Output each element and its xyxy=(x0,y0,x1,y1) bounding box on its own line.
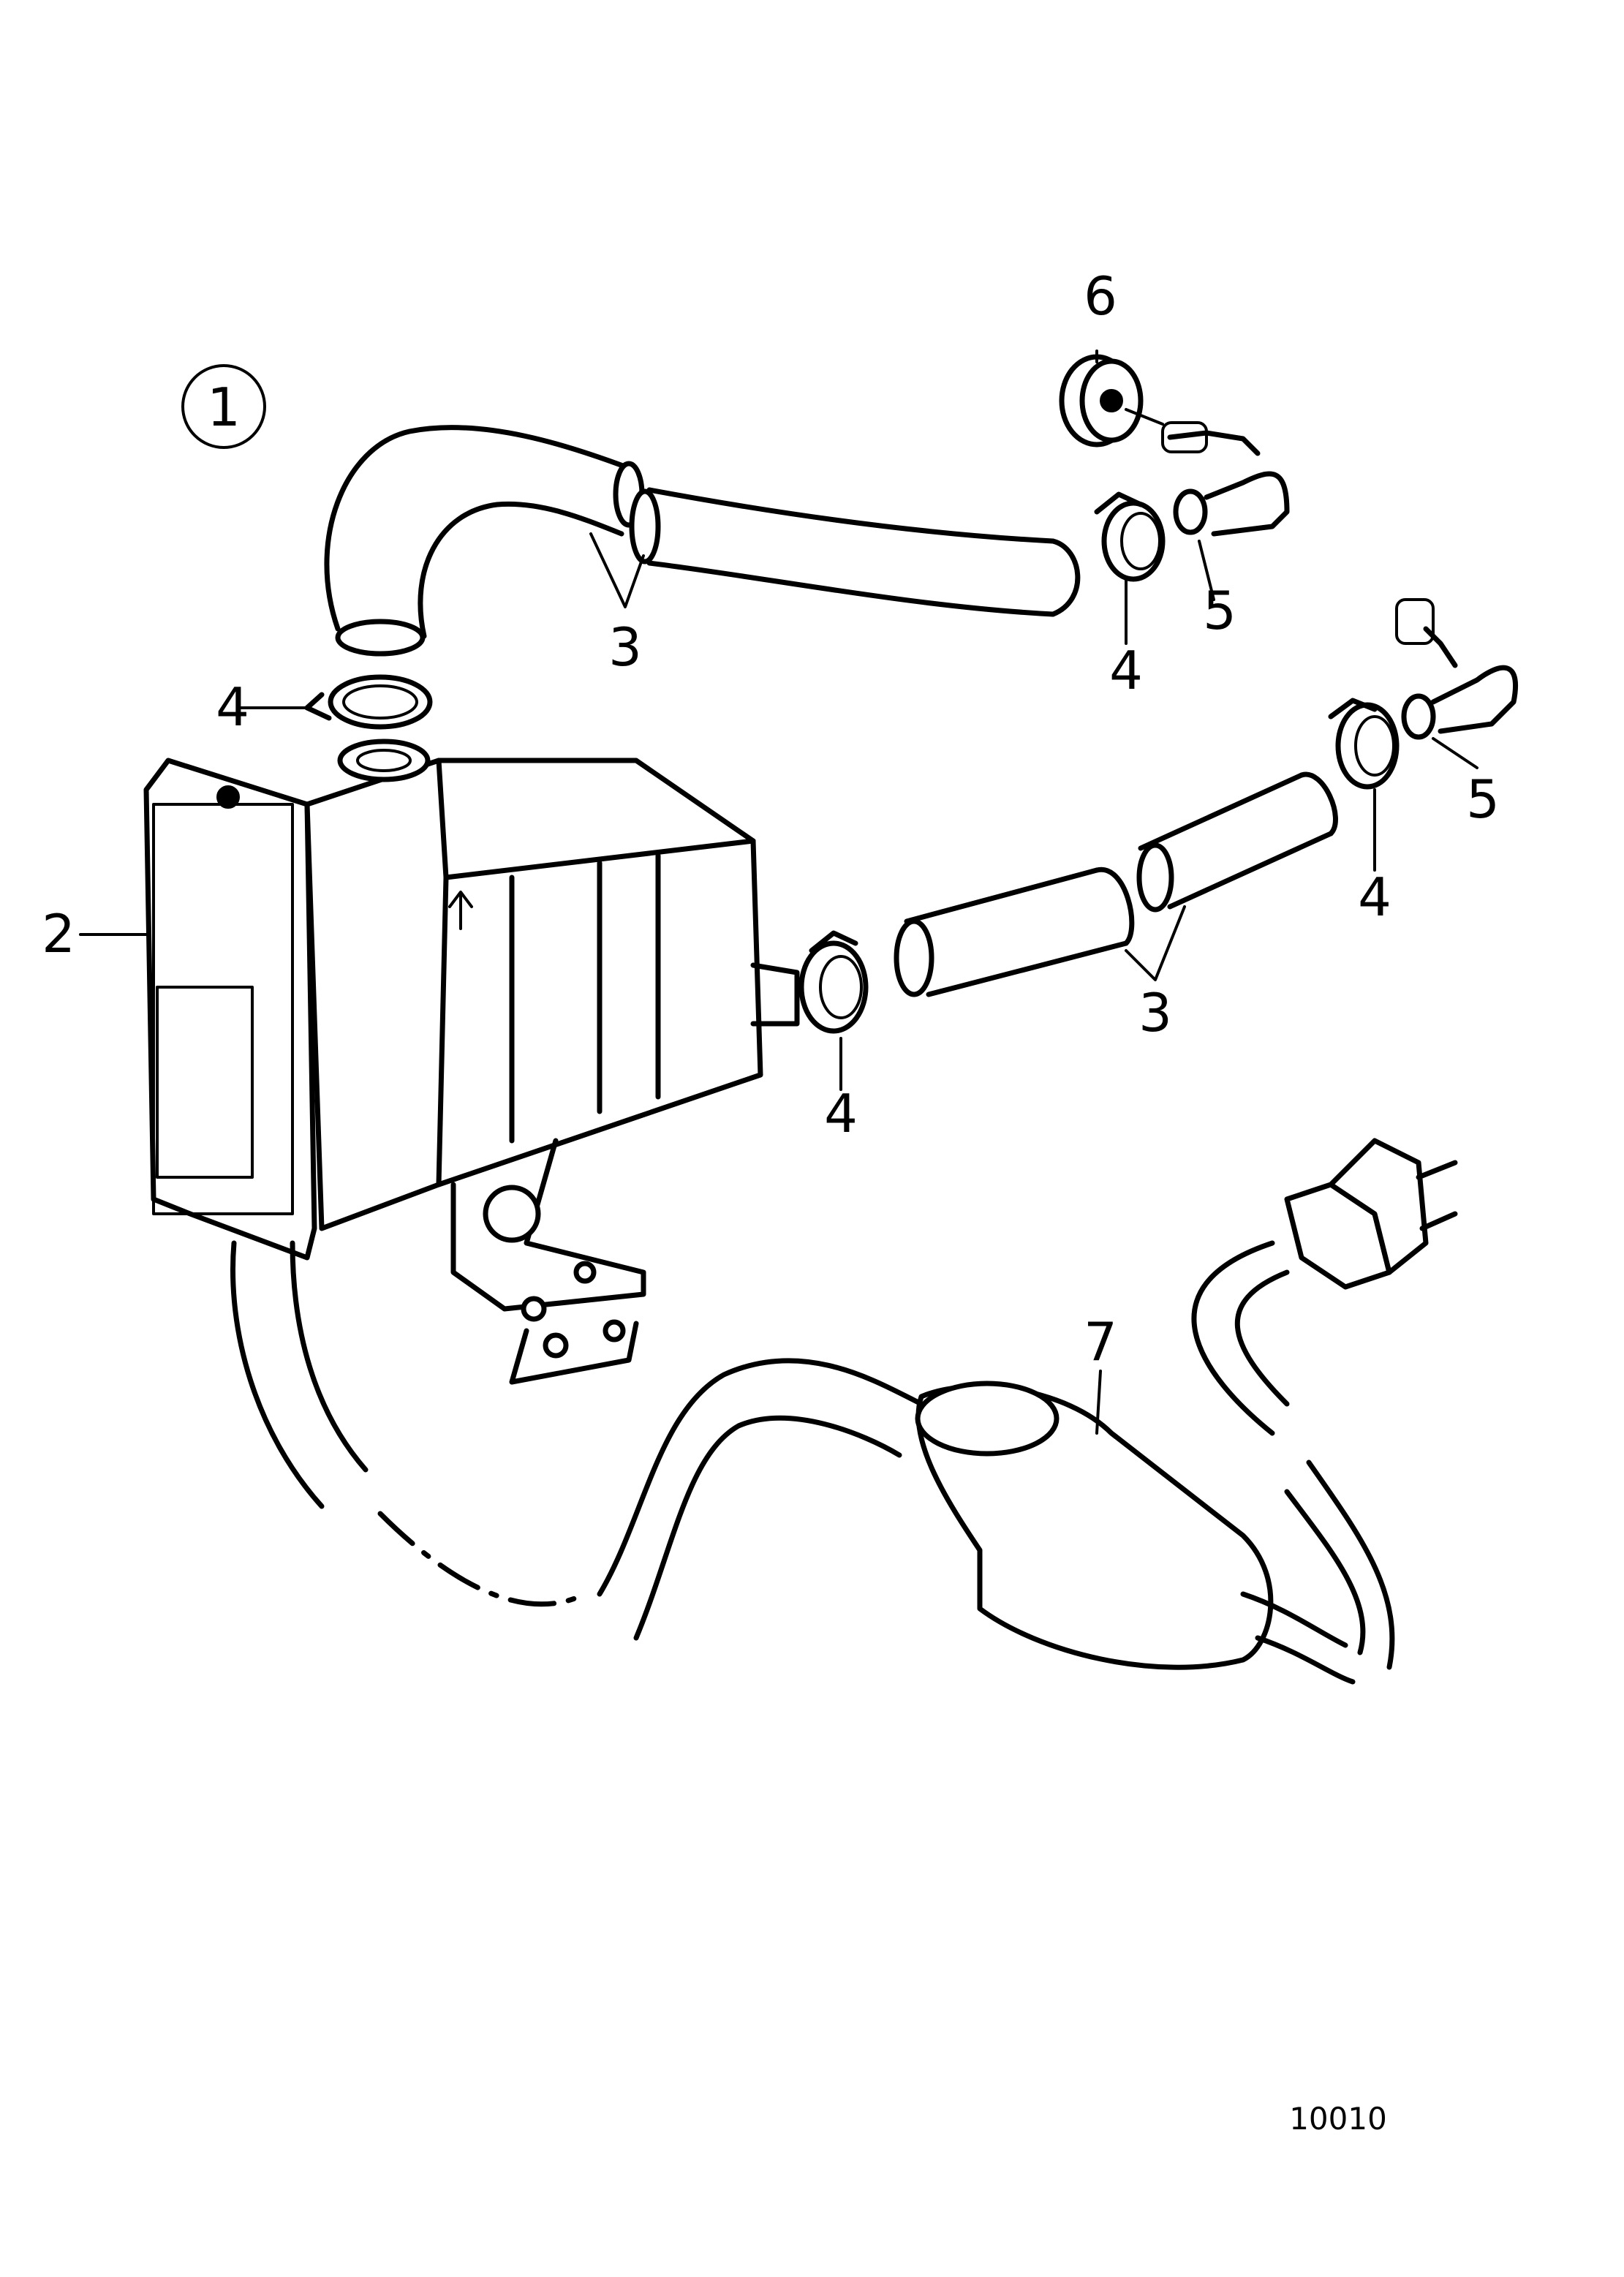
callout-4-lower-left: 4 xyxy=(824,1083,858,1144)
callout-5-lower: 5 xyxy=(1466,769,1500,830)
mains-plug xyxy=(1191,1138,1458,1670)
callout-6: 6 xyxy=(1084,265,1117,327)
callout-labels: 2 3 3 4 4 4 4 5 5 6 7 xyxy=(42,265,1500,1372)
callout-2: 2 xyxy=(42,903,75,964)
drawing-number: 10010 xyxy=(1289,2101,1387,2137)
callout-7: 7 xyxy=(1084,1311,1117,1372)
lower-elbow-nipple xyxy=(1395,598,1519,740)
lower-left-hose-clamp xyxy=(798,930,869,1034)
cable-connector xyxy=(915,1381,1356,1685)
leader-lines xyxy=(79,350,1478,1435)
upper-elbow-nipple xyxy=(1161,421,1290,537)
heater-top-hose-clamp xyxy=(304,674,433,730)
power-cable xyxy=(230,1240,924,1641)
engine-heater-unit xyxy=(143,739,800,1385)
callout-3-lower: 3 xyxy=(1138,982,1172,1043)
callout-3-upper: 3 xyxy=(608,616,642,678)
callout-4-lower-right: 4 xyxy=(1358,866,1391,928)
callout-4-heater-top: 4 xyxy=(216,676,249,738)
view-number-badge: 1 xyxy=(181,364,266,449)
upper-hose-clamp xyxy=(1094,491,1166,582)
callout-4-upper: 4 xyxy=(1109,640,1143,701)
lower-coolant-hose xyxy=(894,771,1338,997)
view-number: 1 xyxy=(207,377,241,438)
grommet xyxy=(1059,354,1164,448)
lower-right-hose-clamp xyxy=(1328,698,1400,790)
callout-5-upper: 5 xyxy=(1203,580,1236,641)
upper-coolant-hose xyxy=(324,425,1081,657)
